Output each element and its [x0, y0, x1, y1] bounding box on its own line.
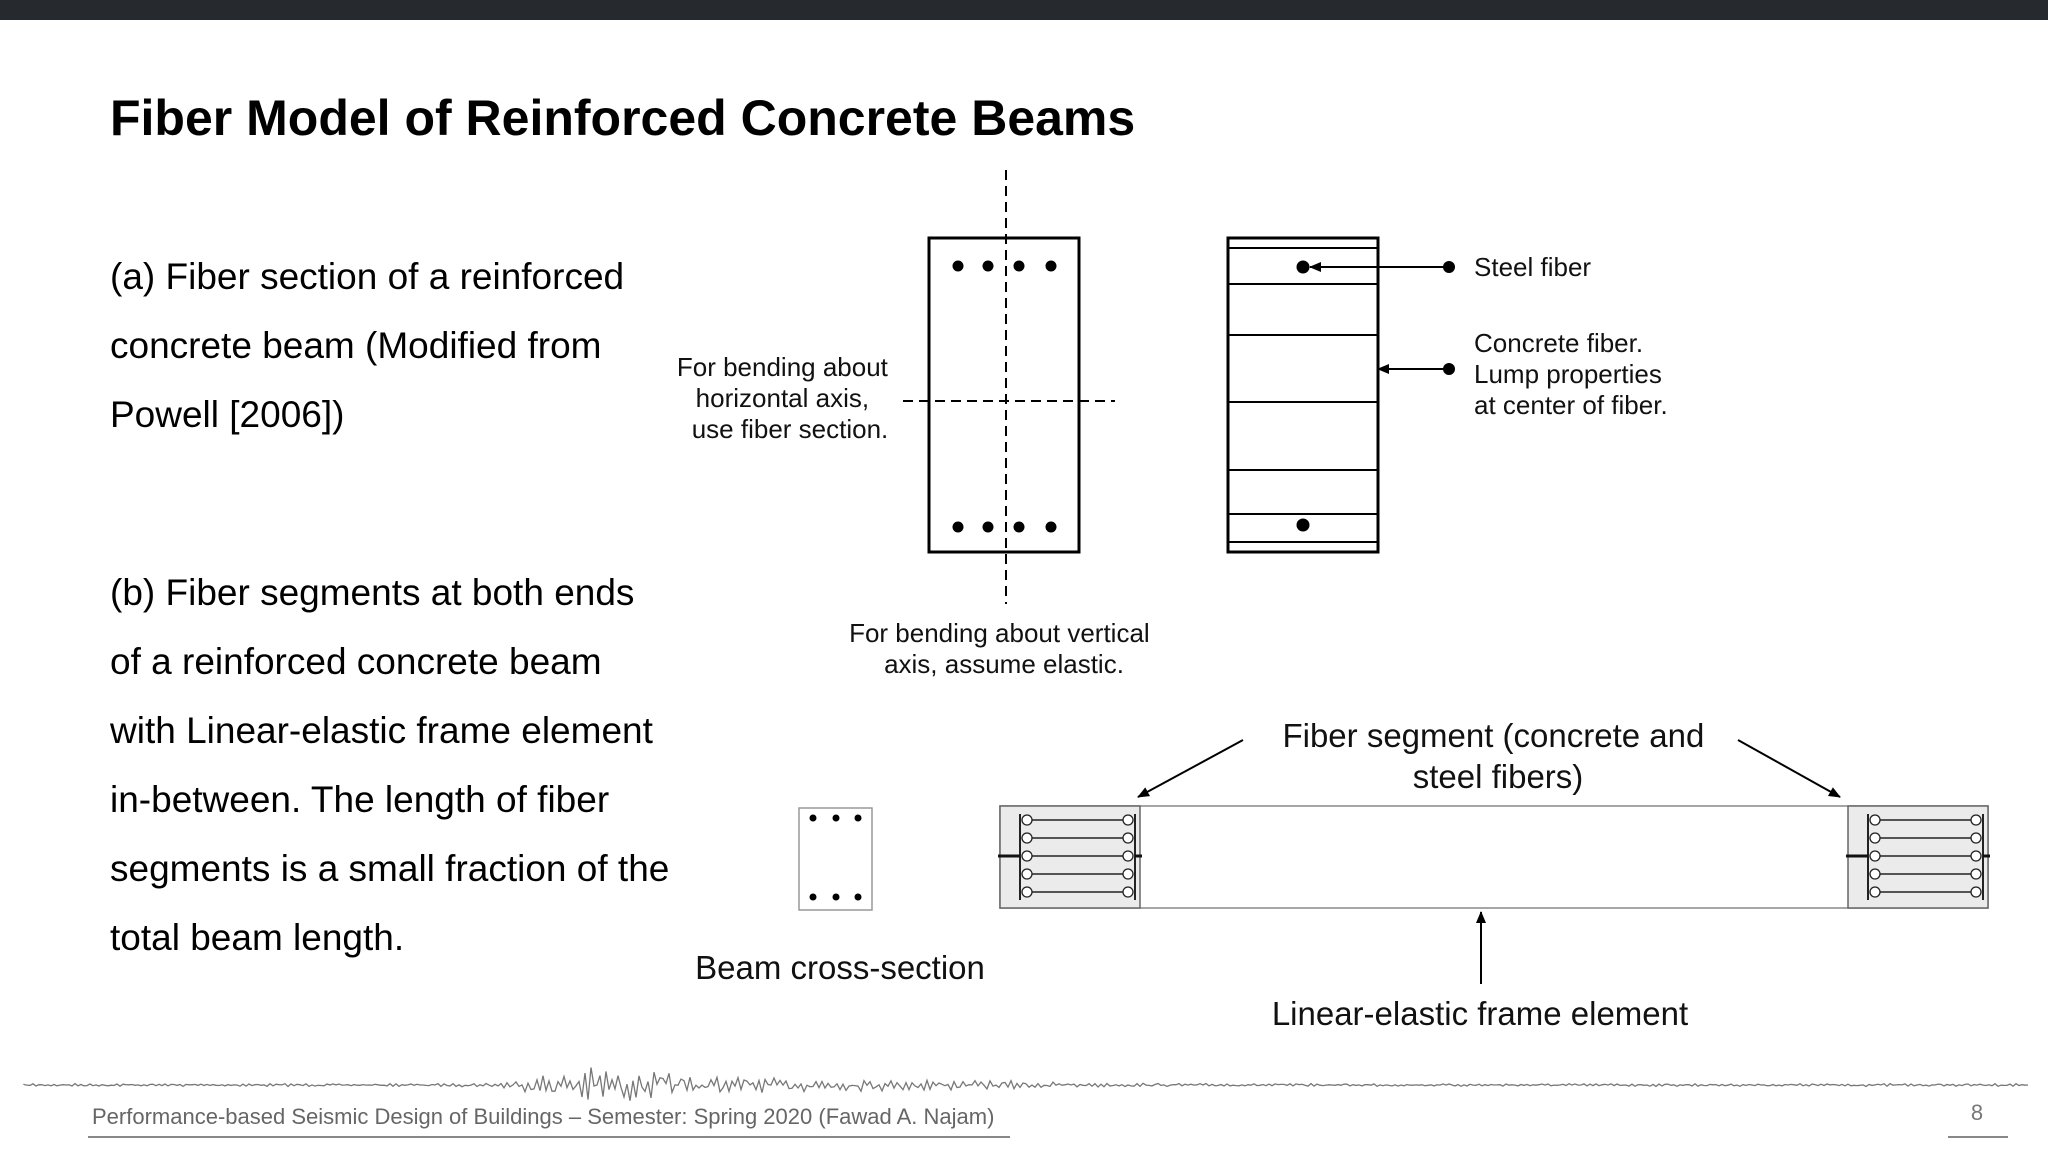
footer-course-text: Performance-based Seismic Design of Buil… — [92, 1104, 995, 1129]
top-bar — [0, 0, 2048, 20]
footer-underline — [88, 1136, 1010, 1138]
fiber-segment-label: Fiber segment (concrete and steel fibers… — [1282, 717, 1713, 795]
horizontal-axis-note: For bending about horizontal axis, use f… — [677, 352, 895, 444]
fiber-segment-arrow-right — [1737, 739, 1841, 798]
beam-elevation — [999, 805, 1989, 909]
concrete-fiber-label: Concrete fiber. Lump properties at cente… — [1474, 328, 1669, 420]
beam-cross-section-label: Beam cross-section — [695, 949, 985, 986]
slide-title: Fiber Model of Reinforced Concrete Beams — [110, 90, 1136, 146]
steel-fiber-pointer-dot — [1443, 261, 1455, 273]
fiber-segment-left — [998, 805, 1142, 909]
paragraph-fiber-section: (a) Fiber section of a reinforced concre… — [110, 256, 625, 435]
page-number: 8 — [1970, 1100, 1984, 1125]
steel-fiber-label: Steel fiber — [1474, 252, 1591, 282]
fiber-segment-right — [1846, 805, 1990, 909]
frame-element-label: Linear-elastic frame element — [1272, 995, 1688, 1032]
beam-cross-section — [798, 807, 873, 911]
concrete-fiber-pointer-dot — [1443, 363, 1455, 375]
fiber-discretization-section — [1226, 236, 1380, 554]
paragraph-fiber-segments: (b) Fiber segments at both ends of a rei… — [110, 572, 670, 958]
beam-section-with-bars — [927, 236, 1081, 554]
fiber-segment-arrow-left — [1137, 739, 1244, 798]
page-number-underline — [1948, 1136, 2008, 1138]
vertical-axis-note: For bending about vertical axis, assume … — [849, 618, 1157, 679]
